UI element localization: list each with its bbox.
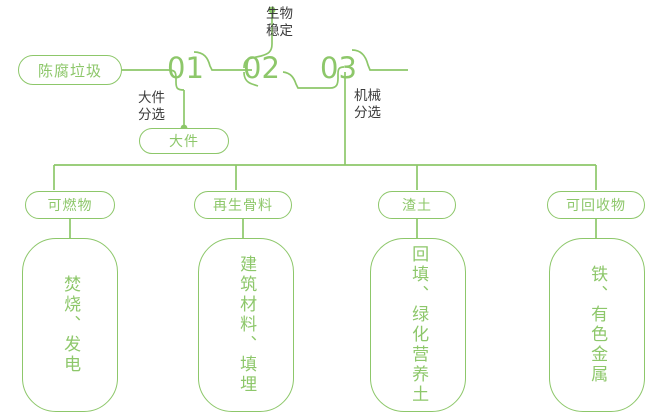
stage-01-caption-line1: 大件 xyxy=(138,90,165,106)
output-pill-4-label: 可回收物 xyxy=(566,198,626,214)
source-node-pill[interactable]: 陈腐垃圾 xyxy=(18,55,122,85)
output-pill-4[interactable]: 可回收物 xyxy=(547,191,645,219)
destination-box-1[interactable]: 焚烧、发电 xyxy=(22,238,118,412)
destination-box-4-text: 铁、有色金属 xyxy=(587,265,608,385)
stage-01-caption: 大件 分选 xyxy=(138,90,165,124)
destination-box-3-text: 回填、绿化营养土 xyxy=(408,245,429,405)
stage-number-03[interactable]: 03 xyxy=(320,51,357,85)
source-node-label: 陈腐垃圾 xyxy=(37,61,102,80)
output-pill-2[interactable]: 再生骨料 xyxy=(194,191,292,219)
output-pill-3[interactable]: 渣土 xyxy=(378,191,456,219)
stage-03-caption-line2: 分选 xyxy=(354,104,381,121)
destination-box-1-text: 焚烧、发电 xyxy=(60,275,81,375)
destination-box-3[interactable]: 回填、绿化营养土 xyxy=(370,238,466,412)
curve-01-lower-left xyxy=(167,69,185,91)
destination-box-2-text: 建筑材料、填埋 xyxy=(236,255,257,395)
output-pill-2-label: 再生骨料 xyxy=(213,198,273,214)
destination-box-4[interactable]: 铁、有色金属 xyxy=(549,238,645,412)
output-pill-dajian-label: 大件 xyxy=(169,134,199,150)
stage-01-caption-line2: 分选 xyxy=(138,106,165,123)
output-pill-3-label: 渣土 xyxy=(402,198,432,214)
stage-03-caption: 机械 分选 xyxy=(354,88,381,122)
curve-02-top-stem xyxy=(243,10,273,69)
stage-02-caption: 生物 稳定 xyxy=(266,6,293,40)
curve-riser-into-03 xyxy=(329,66,345,89)
curve-03-tail xyxy=(351,49,408,71)
curve-01-to-02 xyxy=(193,51,252,71)
curve-02-lower-left xyxy=(243,71,259,87)
curve-02-to-03 xyxy=(282,71,330,89)
output-pill-dajian[interactable]: 大件 xyxy=(139,128,229,154)
destination-box-2[interactable]: 建筑材料、填埋 xyxy=(198,238,294,412)
stage-03-caption-line1: 机械 xyxy=(354,88,381,104)
dot-stage-02-caption xyxy=(268,6,276,14)
stage-number-01[interactable]: 01 xyxy=(167,51,204,85)
stage-02-caption-line1: 生物 xyxy=(266,6,293,22)
output-pill-1-label: 可燃物 xyxy=(47,198,93,214)
stage-number-02[interactable]: 02 xyxy=(243,51,280,85)
stage-02-caption-line2: 稳定 xyxy=(266,22,293,39)
output-pill-1[interactable]: 可燃物 xyxy=(25,191,115,219)
